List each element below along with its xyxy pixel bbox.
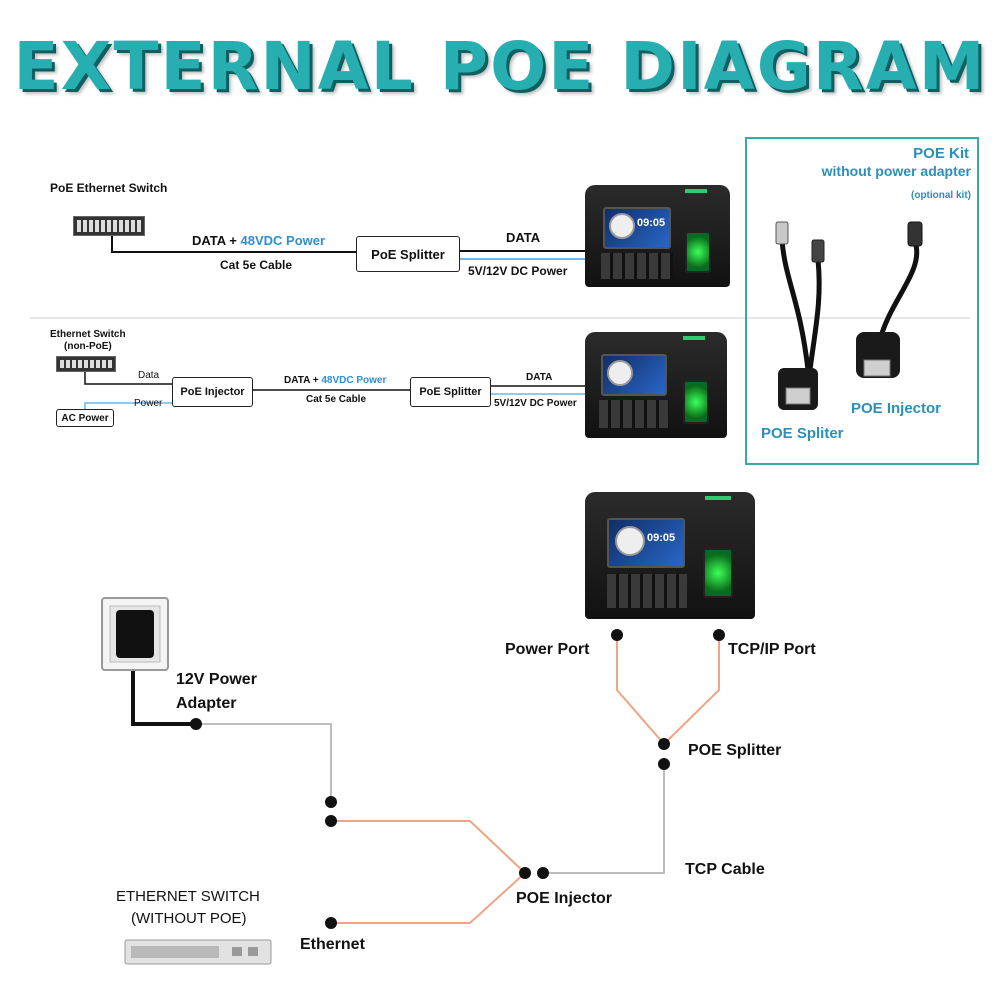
middle-data-label: Data: [138, 370, 160, 381]
middle-switch-sub: (non-PoE): [64, 341, 112, 352]
top-data-power-label: DATA + 48VDC Power: [192, 233, 326, 248]
adapter-label-2: Adapter: [176, 695, 237, 712]
page-title: EXTERNAL POE DIAGRAM: [13, 28, 987, 105]
ethernet-switch-label-1: ETHERNET SWITCH: [116, 888, 260, 905]
kit-title: POE Kit: [913, 145, 969, 162]
attendance-terminal-middle: [585, 332, 727, 438]
middle-data2-label: DATA: [526, 372, 553, 383]
kit-spliter-label: POE Spliter: [761, 425, 844, 442]
tcp-cable-label: TCP Cable: [685, 861, 765, 878]
ethernet-switch-label-2: (WITHOUT POE): [131, 910, 247, 927]
poe-splitter-label: POE Splitter: [688, 742, 782, 759]
attendance-terminal-bottom: 09:05: [585, 492, 755, 619]
ethernet-label: Ethernet: [300, 936, 365, 953]
middle-switch-label: Ethernet Switch: [50, 329, 126, 340]
middle-cable-label: Cat 5e Cable: [306, 394, 367, 405]
ac-power-box: AC Power: [56, 409, 114, 427]
top-dc-power-label: 5V/12V DC Power: [468, 264, 568, 278]
middle-poe-splitter-box: PoE Splitter: [410, 377, 491, 407]
top-cable-label: Cat 5e Cable: [220, 258, 293, 272]
kit-note: (optional kit): [911, 190, 971, 201]
middle-poe-injector-box: PoE Injector: [172, 377, 253, 407]
top-data-label: DATA: [506, 230, 541, 245]
top-poe-splitter-box: PoE Splitter: [356, 236, 460, 272]
middle-power-label: Power: [134, 398, 163, 409]
kit-subtitle: without power adapter: [821, 163, 971, 179]
tcpip-port-label: TCP/IP Port: [728, 641, 816, 658]
non-poe-switch-icon: [56, 356, 116, 372]
poe-injector-label: POE Injector: [516, 890, 613, 907]
power-port-label: Power Port: [505, 641, 590, 658]
attendance-terminal-top: 09:05: [585, 185, 730, 287]
kit-injector-label: POE Injector: [851, 400, 942, 417]
poe-kit-panel: POE Kit without power adapter (optional …: [745, 137, 979, 465]
middle-dc-power-label: 5V/12V DC Power: [494, 398, 577, 409]
top-switch-label: PoE Ethernet Switch: [50, 181, 168, 195]
middle-data-power-label: DATA + 48VDC Power: [284, 375, 387, 386]
adapter-label-1: 12V Power: [176, 671, 257, 688]
poe-switch-icon: [73, 216, 145, 236]
